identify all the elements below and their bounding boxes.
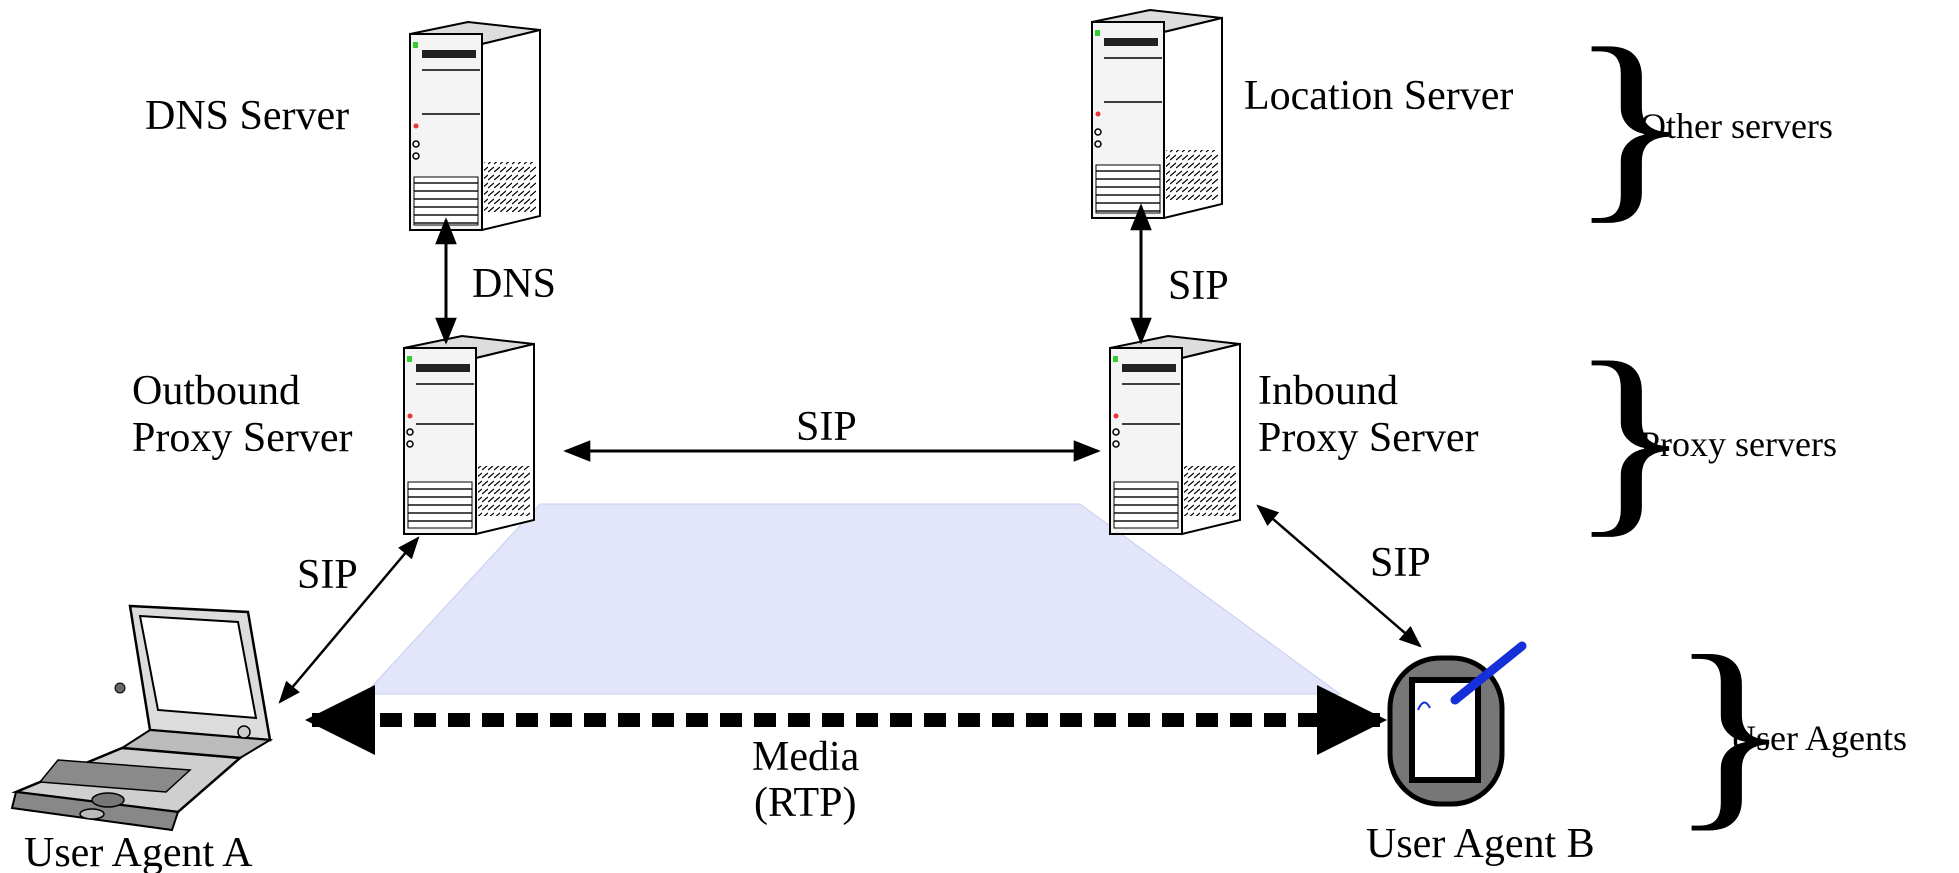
other-servers-brace: } <box>1568 5 1693 241</box>
user-agents-label: User Agents <box>1730 718 1907 758</box>
laptop-icon <box>10 604 274 832</box>
ua-a-link-arrow <box>278 536 420 704</box>
ua-b-link-arrow <box>1256 504 1422 648</box>
outbound-proxy-label-line2: Proxy Server <box>132 415 352 461</box>
proxy-link-label: SIP <box>796 404 857 450</box>
dns-link-label: DNS <box>472 261 556 307</box>
dns-server-icon <box>409 20 541 232</box>
other-servers-label: Other servers <box>1640 106 1833 146</box>
ua-b-link-label: SIP <box>1370 540 1431 586</box>
proxy-servers-brace: } <box>1568 319 1693 555</box>
media-plane <box>363 503 1342 695</box>
inbound-proxy-server-icon <box>1109 334 1241 536</box>
inbound-proxy-label-line1: Inbound <box>1258 368 1398 414</box>
location-link-label: SIP <box>1168 263 1229 309</box>
ua-a-link-label: SIP <box>297 552 358 598</box>
outbound-proxy-server-icon <box>403 334 535 536</box>
location-server-label: Location Server <box>1244 73 1513 119</box>
proxy-servers-label: Proxy servers <box>1640 424 1837 464</box>
dns-server-label: DNS Server <box>145 93 349 139</box>
inbound-proxy-label-line2: Proxy Server <box>1258 415 1478 461</box>
media-label-line2: (RTP) <box>754 780 856 826</box>
user-agent-b-label: User Agent B <box>1366 821 1595 867</box>
media-label-line1: Media <box>752 734 860 780</box>
outbound-proxy-label-line1: Outbound <box>132 368 300 414</box>
user-agents-brace: } <box>1668 613 1793 849</box>
user-agent-a-label: User Agent A <box>24 830 253 873</box>
pda-icon <box>1387 641 1527 807</box>
location-server-icon <box>1091 8 1223 220</box>
